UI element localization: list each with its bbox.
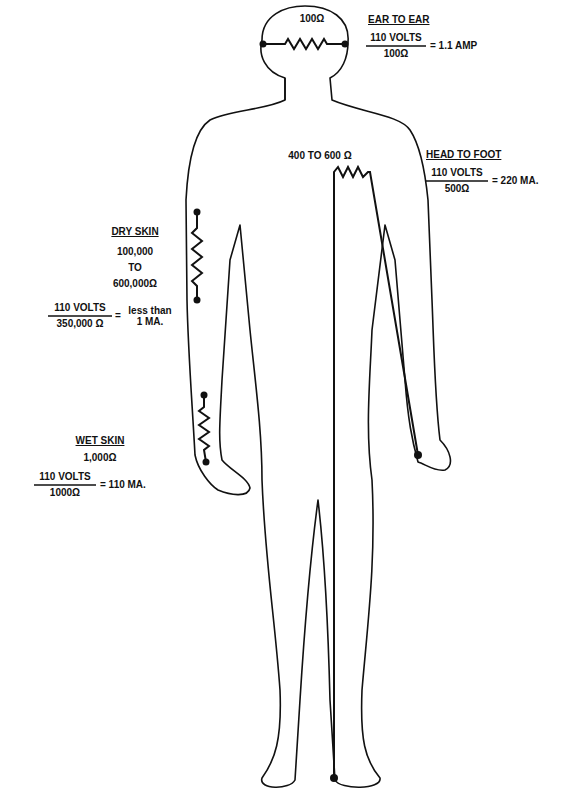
value-label: 110 VOLTS [370,32,422,44]
heading-label: WET SKIN [76,435,125,447]
neck-line [284,78,286,100]
value-label: = 110 MA. [100,479,146,491]
value-label: 500Ω [445,183,470,195]
heading-label: HEAD TO FOOT [426,149,501,161]
terminal-dot [194,209,201,216]
value-label: 350,000 Ω [57,318,104,330]
value-label: less than 1 MA. [125,305,175,328]
value-label: = 220 MA. [492,175,538,187]
body-outline [186,6,450,787]
heading-label: EAR TO EAR [368,14,430,26]
ear-resistor [263,39,345,49]
value-label: 110 VOLTS [431,167,483,179]
terminal-dot [342,41,349,48]
value-label: 110 VOLTS [54,302,106,314]
terminal-dot [203,459,210,466]
head-foot-resistor [334,167,418,778]
value-label: 100Ω [300,13,325,25]
value-label: = [115,310,121,322]
terminal-dot [260,41,267,48]
terminal-dot [201,392,208,399]
fraction-bar [426,180,488,181]
value-label: 1000Ω [50,487,80,499]
wet-skin-resistor [199,395,209,462]
heading-label: DRY SKIN [111,226,158,238]
value-label: TO [128,262,142,274]
dry-skin-resistor [192,212,202,300]
terminal-dot [194,297,201,304]
value-label: 400 TO 600 Ω [288,150,351,162]
value-label: 100Ω [384,48,409,60]
terminal-dot [414,451,422,459]
value-label: 1,000Ω [83,452,116,464]
value-label: 600,000Ω [113,278,157,290]
value-label: 110 VOLTS [39,471,91,483]
value-label: = 1.1 AMP [430,40,477,52]
fraction-bar [366,45,426,46]
value-label: 100,000 [117,246,153,258]
fraction-bar [48,315,112,316]
fraction-bar [34,484,96,485]
terminal-dot [330,774,338,782]
